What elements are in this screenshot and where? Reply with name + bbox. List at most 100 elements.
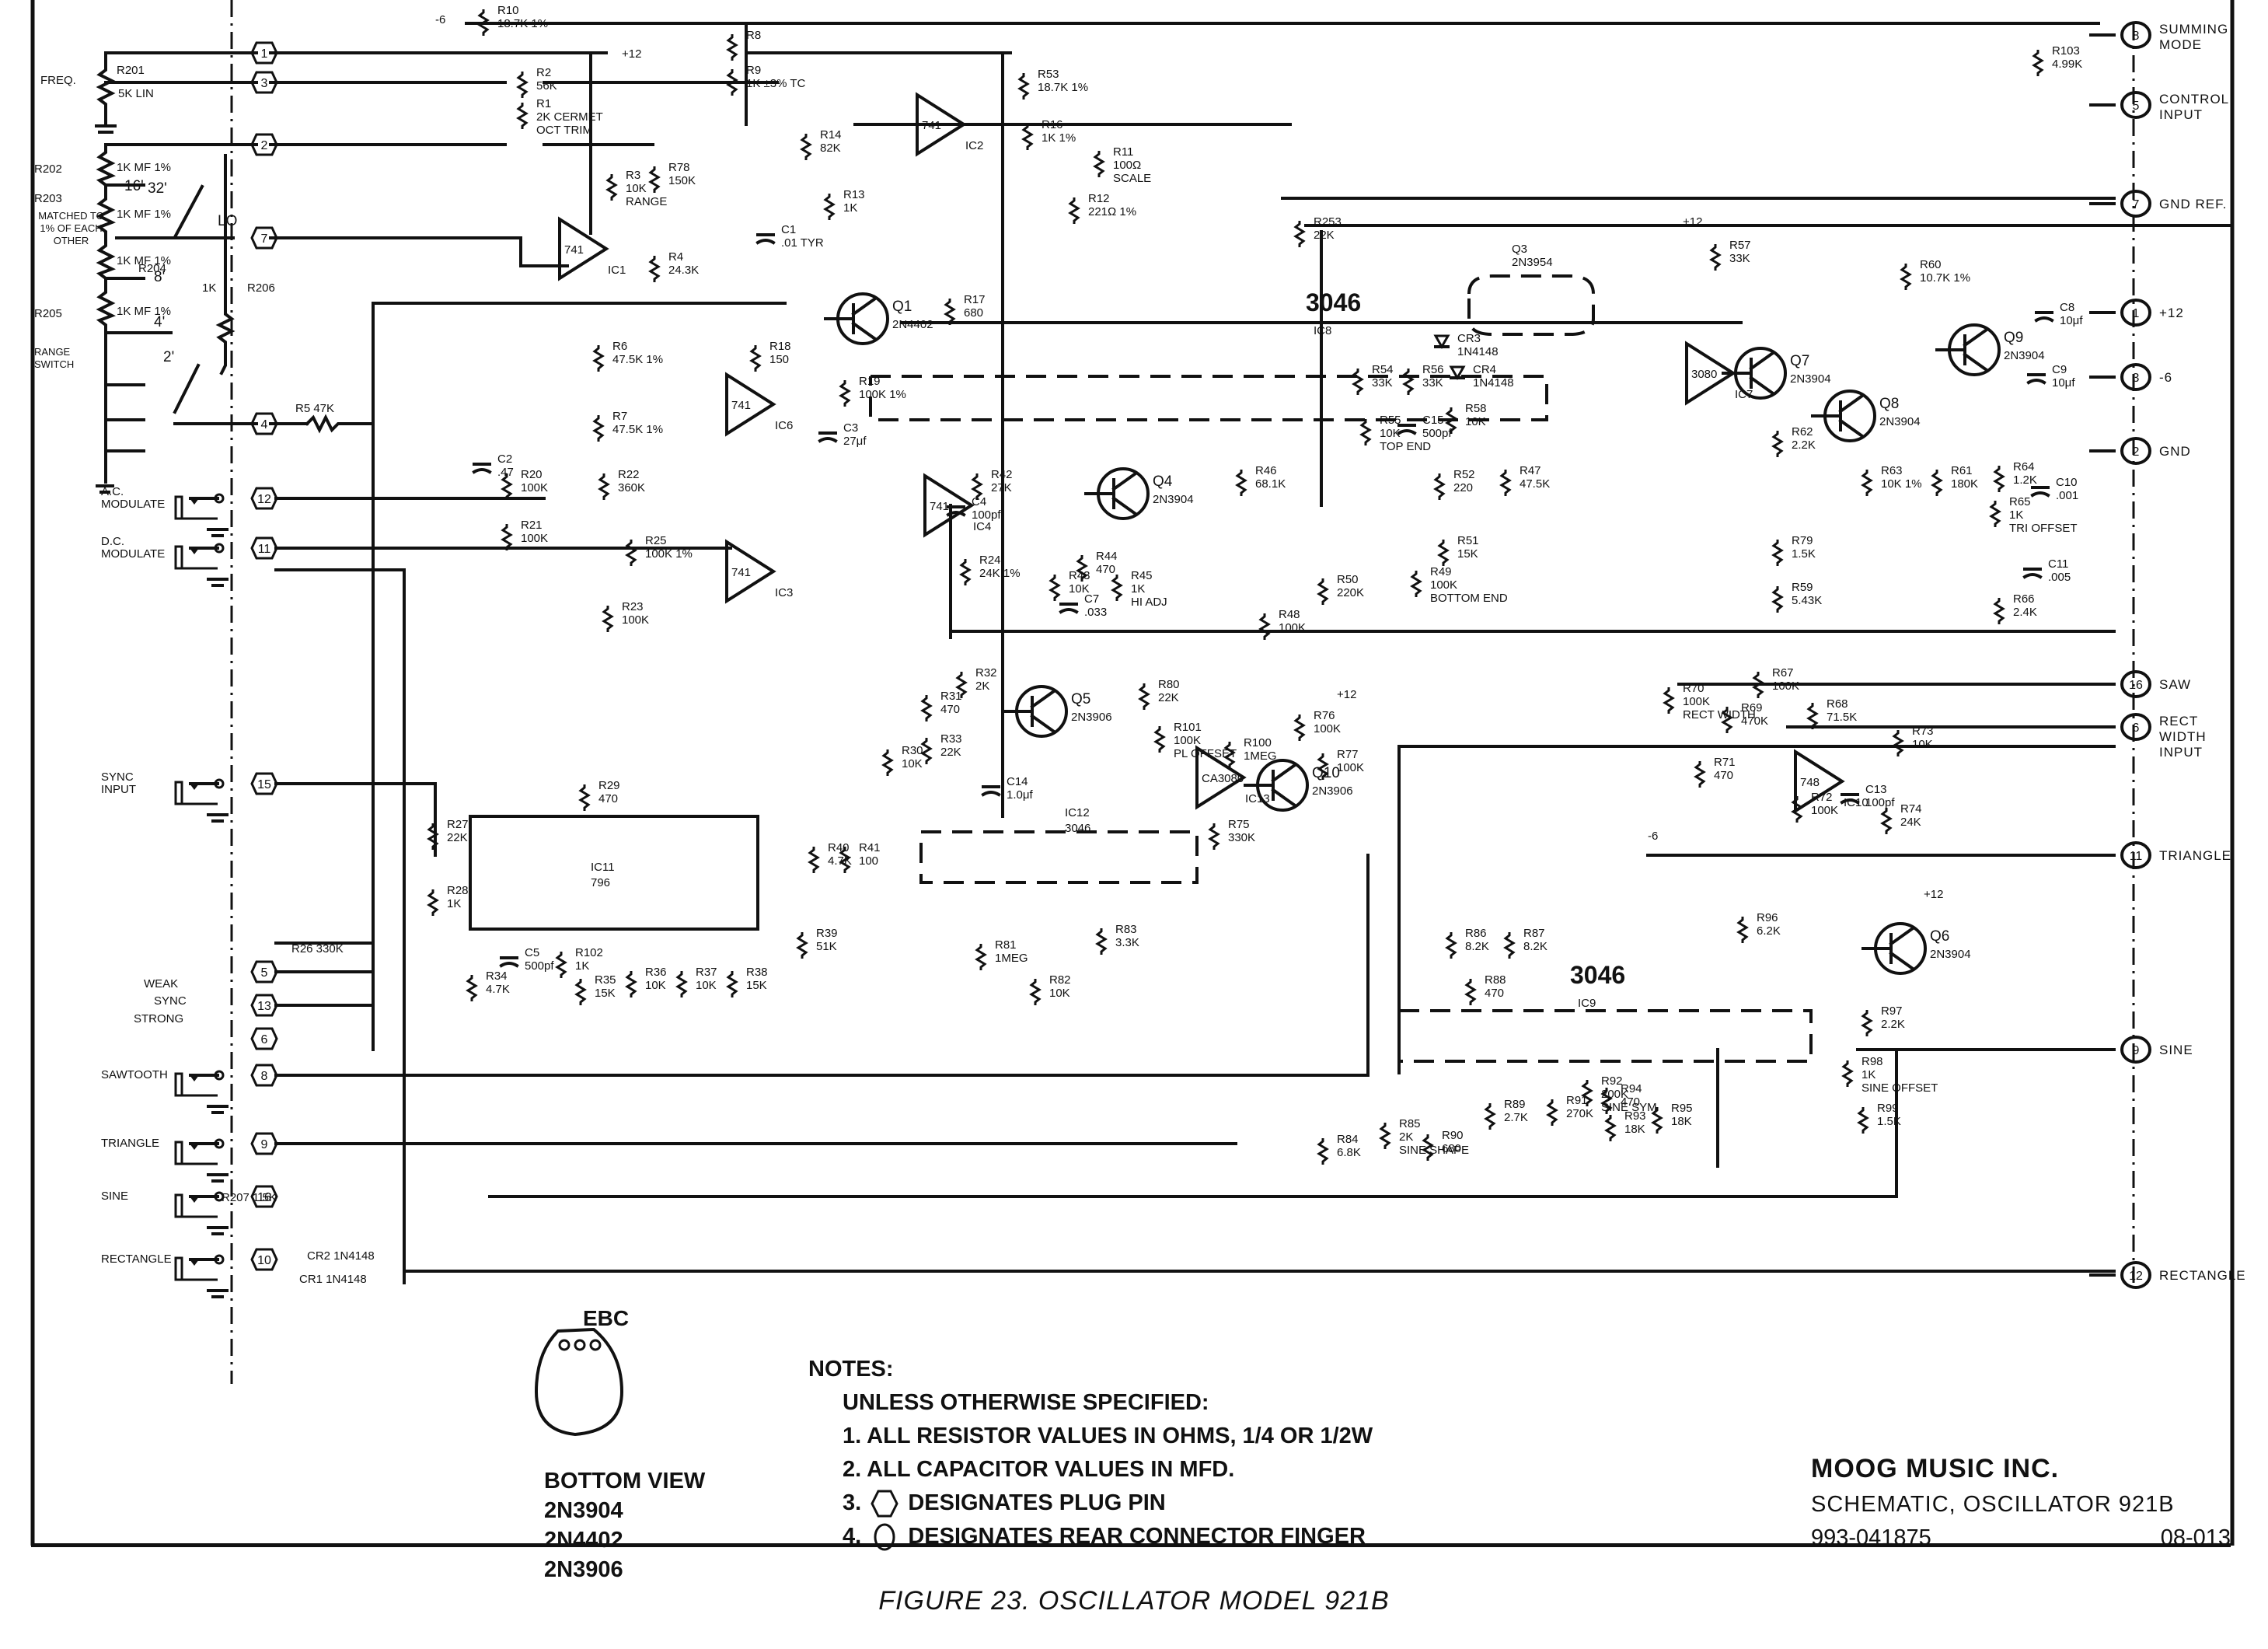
ic-ref: IC9 xyxy=(1578,997,1596,1010)
component-ref: R59 xyxy=(1792,581,1813,594)
component-ref: R76 xyxy=(1314,709,1335,722)
component-note: SCALE xyxy=(1113,172,1151,185)
component-ref: R27 xyxy=(447,818,469,831)
component-ref: R80 xyxy=(1158,678,1180,691)
resistor-icon xyxy=(839,847,851,873)
component-value: .001 xyxy=(2056,489,2078,502)
component-value: 221Ω 1% xyxy=(1088,205,1136,218)
resistor-icon xyxy=(1581,1080,1593,1106)
component-note: SINE SHAPE xyxy=(1399,1144,1469,1157)
component-ref: R74 xyxy=(1900,802,1922,816)
resistor-icon xyxy=(1791,796,1803,823)
resistor-icon xyxy=(796,932,808,959)
resistor-icon xyxy=(1484,1103,1496,1130)
footage-labels: 32'16'8'4'2'LO xyxy=(124,178,237,365)
component-ref: R62 xyxy=(1792,425,1813,438)
component-value: 82K xyxy=(820,141,841,155)
resistor-icon xyxy=(1076,555,1088,582)
connector-label: RECTANGLE xyxy=(2159,1268,2246,1283)
component-ref: R10 xyxy=(497,4,519,17)
component-ref: R89 xyxy=(1504,1098,1526,1111)
capacitor-plate xyxy=(2034,316,2054,323)
resistor-icon xyxy=(1709,244,1722,271)
component-ref: R25 xyxy=(645,534,667,547)
component-ref: R68 xyxy=(1827,697,1848,711)
resistor-icon xyxy=(648,256,661,282)
component-ref: R14 xyxy=(820,128,842,141)
capacitor-plate xyxy=(981,791,1001,797)
connector-label: TRIANGLE xyxy=(2159,848,2231,863)
jack-contact xyxy=(190,784,199,790)
r203-value: 1K MF 1% xyxy=(117,208,171,221)
note-3: 3. DESIGNATES PLUG PIN xyxy=(843,1487,1373,1520)
opamp-ref: IC3 xyxy=(775,586,793,599)
transistor-type: 2N3906 xyxy=(1312,784,1353,798)
component-value: 100K xyxy=(1683,695,1710,708)
resistor-icon xyxy=(675,971,688,997)
component-value: 500pf xyxy=(525,959,554,973)
component-value: 100 xyxy=(859,854,878,868)
resistor-icon xyxy=(1352,369,1364,395)
connector-label: MODE xyxy=(2159,37,2202,52)
range-switch-label: RANGE SWITCH xyxy=(34,346,75,370)
component-ref: C9 xyxy=(2052,363,2067,376)
resistor-icon xyxy=(944,299,956,325)
jack-contact xyxy=(190,548,199,554)
component-ref: R37 xyxy=(696,966,717,979)
component-value: 56K xyxy=(536,79,557,93)
resistor-icon xyxy=(1029,979,1042,1005)
cr1-label: CR1 1N4148 xyxy=(299,1273,367,1286)
resistor-icon xyxy=(1017,73,1030,100)
connector-label: GND REF. xyxy=(2159,197,2227,211)
transistor-emitter xyxy=(851,321,878,341)
jack-label: MODULATE xyxy=(101,547,165,561)
connector-pin-number: 7 xyxy=(2133,198,2140,211)
resistor-icon xyxy=(1049,575,1061,601)
component-ref: R91 xyxy=(1566,1094,1588,1107)
component-c11: C11.005 xyxy=(2022,557,2071,584)
transistor-collector xyxy=(1030,689,1056,709)
resistor-icon xyxy=(971,473,983,500)
component-value: 680 xyxy=(964,306,983,320)
pinout-label: EBC xyxy=(583,1306,630,1330)
component-value: 100K xyxy=(1811,804,1838,817)
rail-pos-mid: +12 xyxy=(1683,215,1702,229)
component-ref: C5 xyxy=(525,946,539,959)
component-value: 47.5K 1% xyxy=(612,423,663,436)
component-ref: R67 xyxy=(1772,666,1794,680)
component-ref: R48 xyxy=(1279,608,1300,621)
component-value: 4.7K xyxy=(486,983,510,996)
connector-label: GND xyxy=(2159,444,2191,459)
component-value: 100Ω xyxy=(1113,159,1141,172)
hexagon-pin-icon xyxy=(250,960,278,983)
component-ref: C7 xyxy=(1084,592,1099,606)
capacitor-plate xyxy=(755,239,776,245)
package-type-1: 2N3904 xyxy=(544,1498,623,1523)
resistor-icon xyxy=(1359,419,1372,445)
resistor-icon xyxy=(955,672,968,698)
component-ref: R29 xyxy=(598,779,620,792)
jack-contact xyxy=(190,1197,199,1203)
resistor-icon xyxy=(1021,124,1034,150)
plug-pin-6: 6 xyxy=(250,1027,278,1050)
component-value: 2K xyxy=(975,680,989,693)
component-value: 10K xyxy=(902,757,923,770)
ic-ref: IC8 xyxy=(1314,324,1331,337)
plug-pin-13: 13 xyxy=(250,994,278,1017)
